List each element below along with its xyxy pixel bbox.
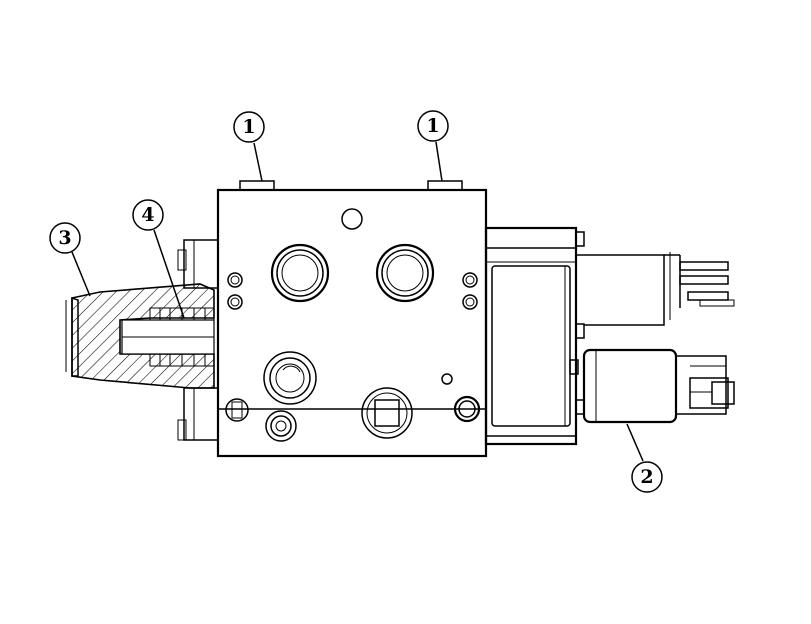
- callout-4: 4: [132, 199, 185, 319]
- callout-4-label: 4: [141, 204, 154, 226]
- callout-3: 3: [49, 222, 91, 297]
- valve-body: [216, 180, 488, 458]
- solenoid-assembly: [484, 226, 735, 446]
- callout-2: 2: [626, 423, 663, 493]
- spring-bottom: [149, 353, 215, 367]
- lower-port-left: [263, 351, 317, 405]
- bottom-port-left: [265, 410, 297, 442]
- callout-1a-label: 1: [242, 116, 255, 138]
- callout-2-label: 2: [640, 466, 653, 488]
- upper-port-left: [270, 243, 330, 303]
- callout-1b-label: 1: [426, 115, 439, 137]
- bottom-port-far-left: [225, 398, 249, 422]
- bottom-port-right: [453, 395, 481, 423]
- end-cap-section: [65, 283, 215, 389]
- bottom-port-center: [361, 387, 413, 439]
- callout-1b: 1: [417, 110, 449, 182]
- top-port: [341, 208, 363, 230]
- callout-3-label: 3: [58, 227, 71, 249]
- callout-1a: 1: [233, 111, 265, 182]
- upper-port-right: [375, 243, 435, 303]
